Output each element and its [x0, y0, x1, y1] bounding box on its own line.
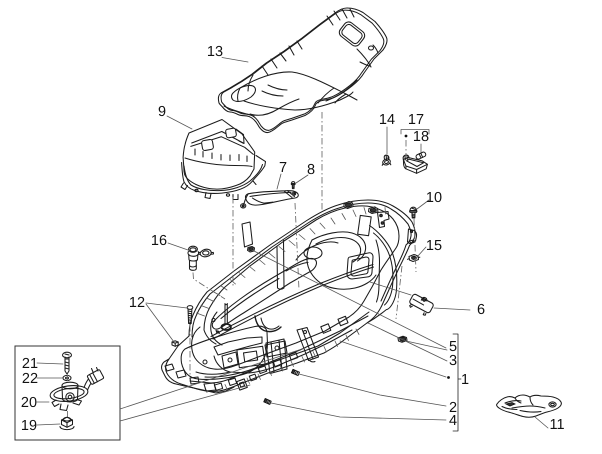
svg-text:22: 22 [22, 371, 38, 387]
svg-text:11: 11 [549, 417, 564, 433]
svg-text:1: 1 [461, 372, 469, 388]
svg-text:9: 9 [158, 104, 166, 120]
svg-text:2: 2 [449, 400, 457, 416]
svg-text:13: 13 [207, 44, 223, 60]
svg-text:16: 16 [151, 233, 167, 249]
svg-text:19: 19 [21, 418, 37, 434]
svg-text:5: 5 [449, 339, 457, 355]
svg-text:12: 12 [129, 295, 145, 311]
svg-text:15: 15 [426, 238, 442, 254]
svg-text:8: 8 [307, 162, 315, 178]
svg-text:10: 10 [426, 190, 442, 206]
svg-text:6: 6 [477, 302, 485, 318]
svg-text:7: 7 [279, 160, 287, 176]
svg-text:17: 17 [408, 112, 424, 128]
svg-text:21: 21 [22, 356, 38, 372]
svg-text:18: 18 [413, 129, 429, 145]
svg-text:20: 20 [21, 395, 37, 411]
svg-text:4: 4 [449, 413, 457, 429]
svg-text:14: 14 [379, 112, 395, 128]
svg-text:3: 3 [449, 353, 457, 369]
